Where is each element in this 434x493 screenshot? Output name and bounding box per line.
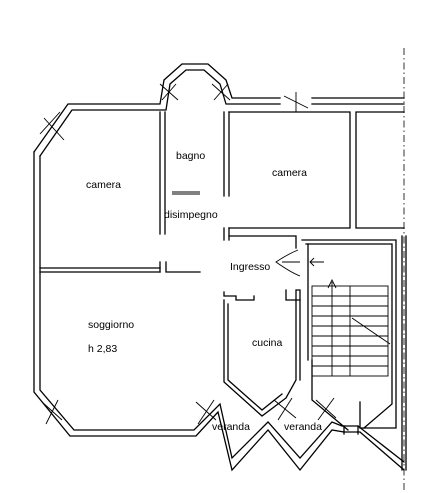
label-veranda-right: veranda bbox=[284, 421, 322, 433]
staircase bbox=[309, 257, 391, 377]
exterior-walls bbox=[33, 63, 405, 472]
label-bagno: bagno bbox=[176, 150, 205, 162]
label-soggiorno-height: h 2,83 bbox=[88, 343, 117, 355]
label-disimpegno: disimpegno bbox=[164, 209, 218, 221]
label-camera-right: camera bbox=[272, 167, 307, 179]
interior-walls bbox=[39, 111, 407, 471]
label-soggiorno: soggiorno bbox=[88, 319, 134, 331]
label-cucina: cucina bbox=[252, 337, 283, 349]
room-labels: camera bagno camera disimpegno Ingresso … bbox=[86, 150, 322, 433]
label-ingresso: Ingresso bbox=[230, 261, 270, 273]
windows bbox=[39, 83, 337, 425]
doors bbox=[172, 191, 301, 277]
label-camera-left: camera bbox=[86, 179, 121, 191]
label-veranda-left: veranda bbox=[212, 421, 250, 433]
